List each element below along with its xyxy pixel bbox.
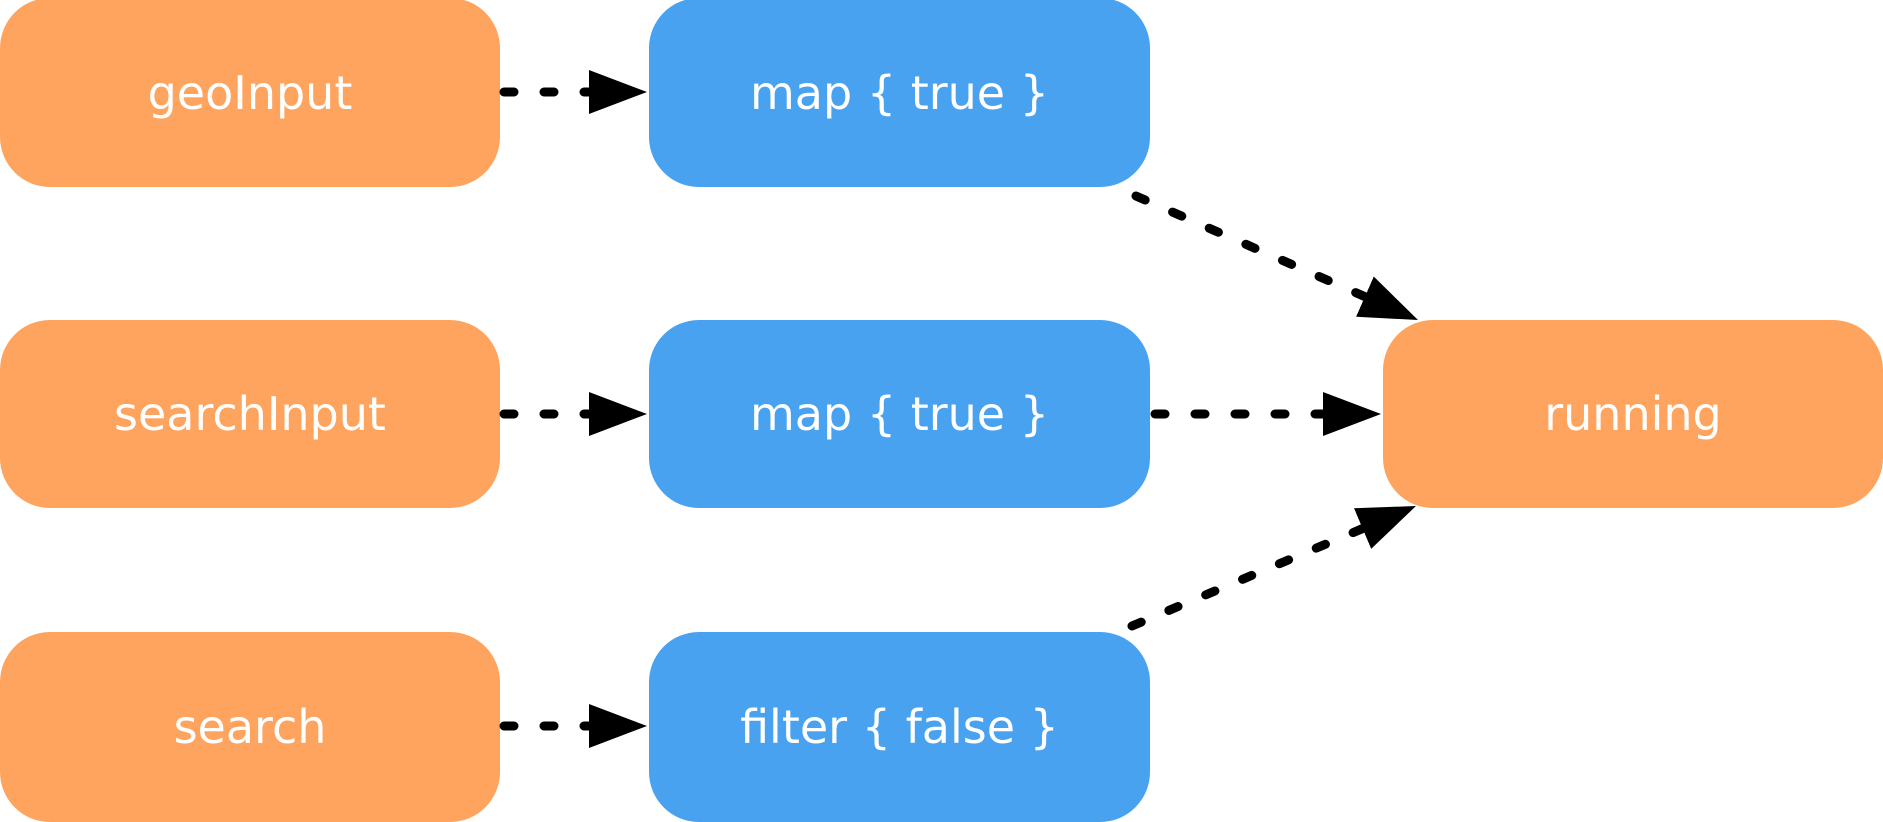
node-label: geoInput [147, 65, 353, 120]
node-label: searchInput [114, 387, 386, 441]
edge-map-to-running-top [1131, 191, 1423, 325]
node-running: running [1383, 320, 1883, 508]
node-label: search [173, 700, 327, 754]
edge-filter-to-running-bottom [1127, 501, 1421, 631]
node-label: filter { false } [740, 700, 1059, 754]
node-filter-search: filter { false } [649, 632, 1150, 822]
node-label: running [1544, 387, 1722, 441]
node-search-input: searchInput [0, 320, 500, 508]
node-search: search [0, 632, 500, 822]
node-geo-input: geoInput [0, 0, 500, 187]
node-label: map { true } [750, 65, 1049, 120]
node-label: map { true } [750, 387, 1049, 441]
node-map-search: map { true } [649, 320, 1150, 508]
node-map-geo: map { true } [649, 0, 1150, 187]
